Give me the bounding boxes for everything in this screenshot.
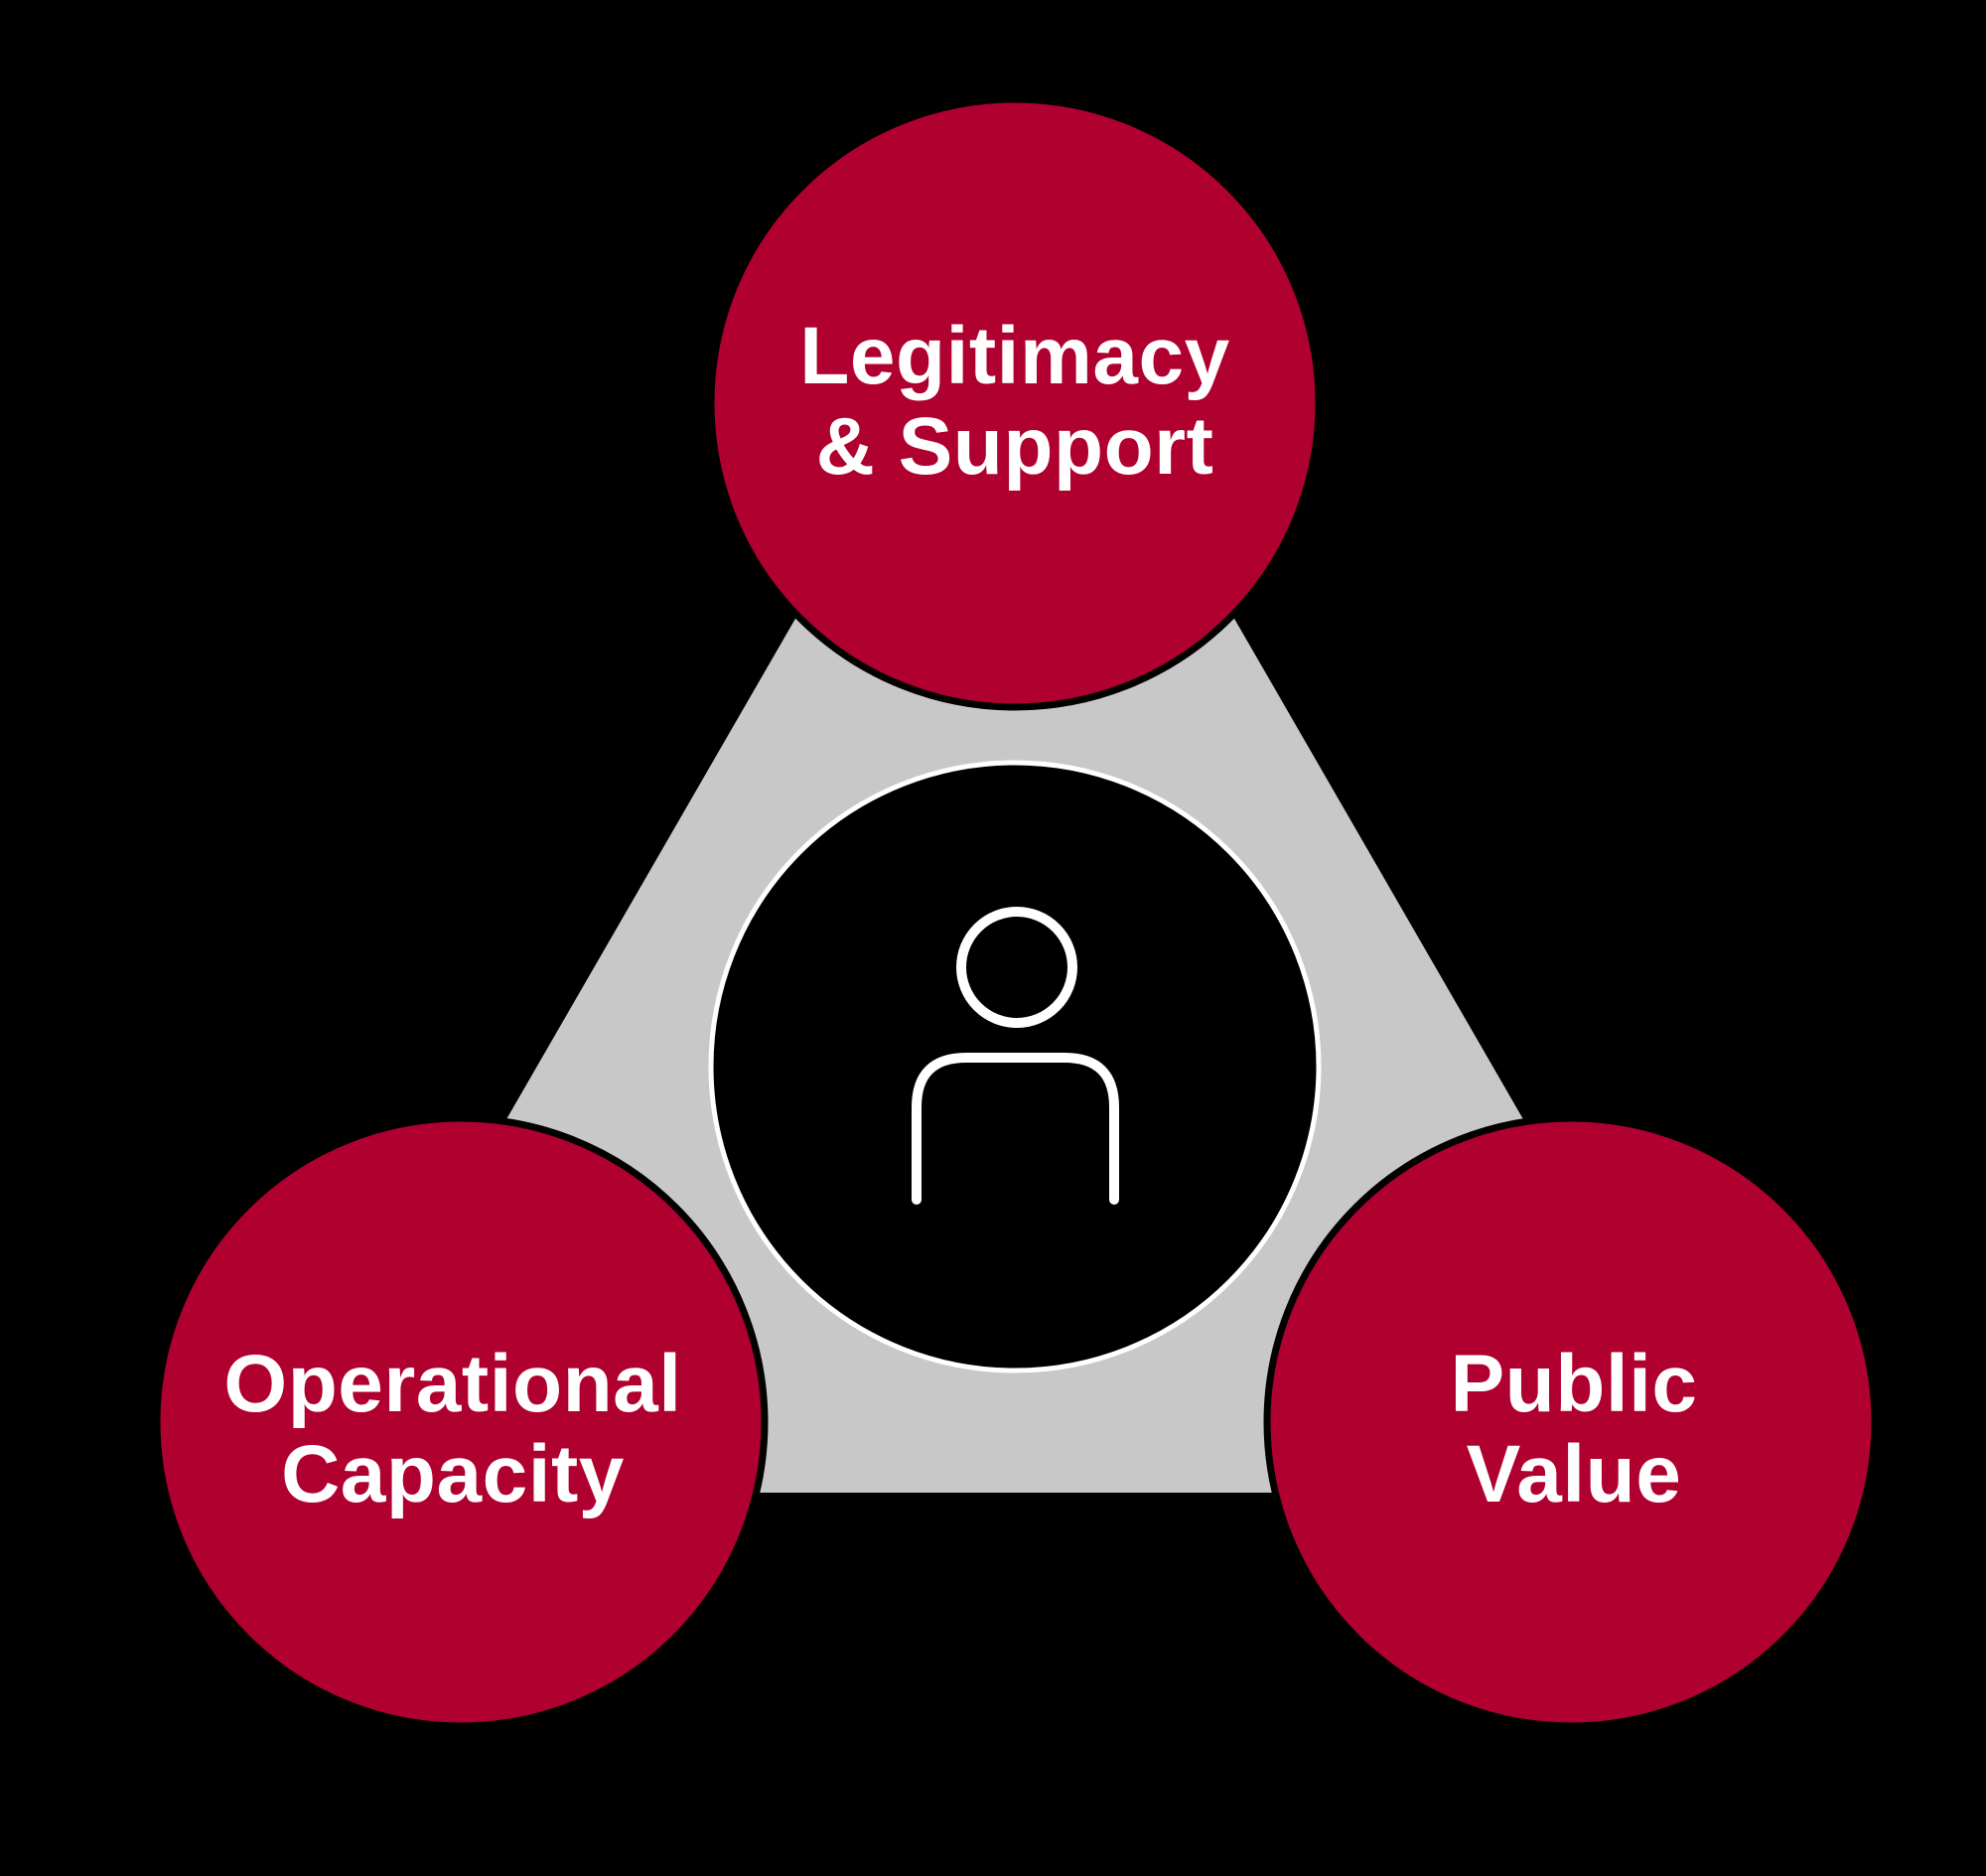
node-label-line: Legitimacy <box>799 311 1230 401</box>
node-label-line: Capacity <box>281 1429 625 1519</box>
node-label-legitimacy-support: Legitimacy & Support <box>737 311 1293 492</box>
node-label-line: Public <box>1450 1339 1698 1429</box>
node-label-line: Value <box>1466 1429 1682 1519</box>
node-label-line: Operational <box>223 1339 682 1429</box>
node-circle-operational-capacity <box>153 1114 769 1730</box>
center-circle <box>708 760 1322 1373</box>
node-circle-legitimacy-support <box>707 95 1323 711</box>
node-label-public-value: Public Value <box>1296 1339 1852 1519</box>
node-label-line: & Support <box>815 401 1214 492</box>
node-circle-public-value <box>1263 1114 1879 1730</box>
person-head-icon <box>956 907 1077 1028</box>
person-icon <box>912 907 1119 1205</box>
person-body-icon <box>912 1053 1119 1205</box>
node-label-operational-capacity: Operational Capacity <box>175 1339 731 1519</box>
